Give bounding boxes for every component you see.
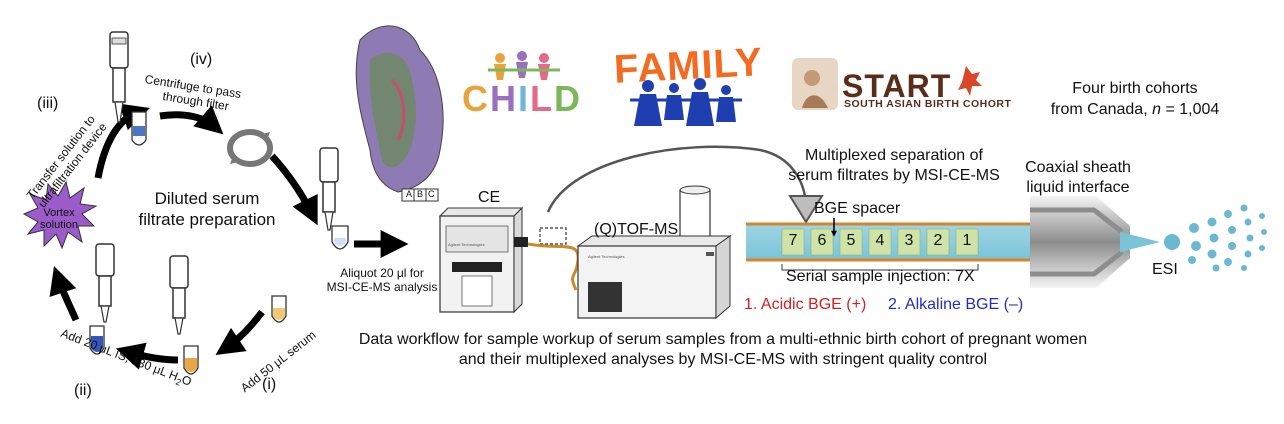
- qtof-ms-label: (Q)TOF-MS: [594, 221, 679, 238]
- child-letter: I: [518, 78, 531, 119]
- sample-number: 2: [933, 232, 943, 249]
- step-i-numeral: (i): [262, 376, 277, 393]
- ce-brand-label: Agilent Technologies: [448, 242, 485, 247]
- arrow-i-to-ii-a: [215, 309, 265, 355]
- pipette-iv: [109, 31, 129, 123]
- tube-aliquot: [331, 225, 349, 250]
- child-logo-figures: [488, 51, 560, 80]
- child-letter: L: [530, 78, 555, 119]
- arrow-i-to-ii-b: [115, 342, 179, 370]
- serial-brace: [781, 264, 979, 271]
- separation-title: Multiplexed separation of serum filtrate…: [788, 147, 1000, 184]
- tube-iv: [131, 111, 147, 146]
- pipette-i: [169, 255, 189, 335]
- abc-block-label: ABC: [406, 189, 440, 199]
- start-logo-subtitle: SOUTH ASIAN BIRTH COHORT: [844, 98, 1012, 110]
- sample-number: 4: [875, 232, 885, 249]
- acidic-bge-label: 1. Acidic BGE (+): [744, 296, 867, 313]
- esi-spray: [1164, 204, 1267, 272]
- vortex-burst: [22, 180, 98, 250]
- tube-serum: [271, 295, 287, 323]
- family-logo: FAMILY: [612, 40, 765, 92]
- sheath-label: Coaxial sheath liquid interface: [1025, 159, 1131, 196]
- serial-injection-label: Serial sample injection: 7X: [786, 268, 975, 285]
- bge-spacer-label: BGE spacer: [814, 200, 901, 217]
- family-logo-figures: [630, 78, 742, 126]
- child-letter: D: [554, 78, 583, 119]
- curved-arrow-to-capillary: [546, 145, 814, 214]
- sample-zones: [781, 228, 979, 256]
- ms-brand-label: Agilent Technologies: [588, 254, 625, 259]
- child-letter: C: [462, 78, 490, 119]
- capillary-window: [539, 227, 567, 245]
- sample-number: 1: [962, 232, 972, 249]
- pipette-aliquot: [319, 147, 339, 231]
- qtof-ms-instrument: [576, 185, 732, 320]
- arrow-iv-to-centrifuge: [159, 105, 224, 135]
- aliquot-label: Aliquot 20 μl for MSI-CE-MS analysis: [326, 266, 438, 294]
- alkaline-bge-label: 2. Alkaline BGE (–): [888, 296, 1024, 313]
- center-label: Diluted serum filtrate preparation: [138, 189, 276, 229]
- sample-number: 5: [846, 232, 856, 249]
- sample-number: 6: [817, 232, 827, 249]
- step-iii-numeral: (iii): [37, 95, 59, 112]
- coaxial-sheath: [1030, 196, 1160, 288]
- ce-instrument: [438, 206, 528, 314]
- arrow-centrifuge-to-aliquot: [269, 153, 318, 226]
- arrow-ii-to-vortex: [49, 266, 80, 322]
- child-logo: CHILD: [462, 78, 582, 120]
- centrifuge-icon: [227, 129, 273, 167]
- start-logo: START: [842, 68, 952, 104]
- caption: Data workflow for sample workup of serum…: [358, 331, 1088, 368]
- sample-number: 7: [788, 232, 798, 249]
- start-logo-mark: [792, 58, 982, 110]
- pregnant-woman-illustration: [355, 25, 444, 202]
- esi-label: ESI: [1152, 261, 1178, 278]
- ce-label: CE: [478, 189, 501, 206]
- cohorts-label: Four birth cohorts from Canada, n = 1,00…: [1050, 80, 1220, 118]
- step-ii-numeral: (ii): [74, 382, 92, 399]
- tube-ii: [89, 325, 105, 355]
- step-iv-numeral: (iv): [190, 51, 213, 68]
- vortex-label: Vortex solution: [40, 207, 78, 231]
- tube-i: [183, 345, 199, 375]
- sample-number: 3: [904, 232, 914, 249]
- pipette-ii: [95, 243, 115, 323]
- child-letter: H: [490, 78, 518, 119]
